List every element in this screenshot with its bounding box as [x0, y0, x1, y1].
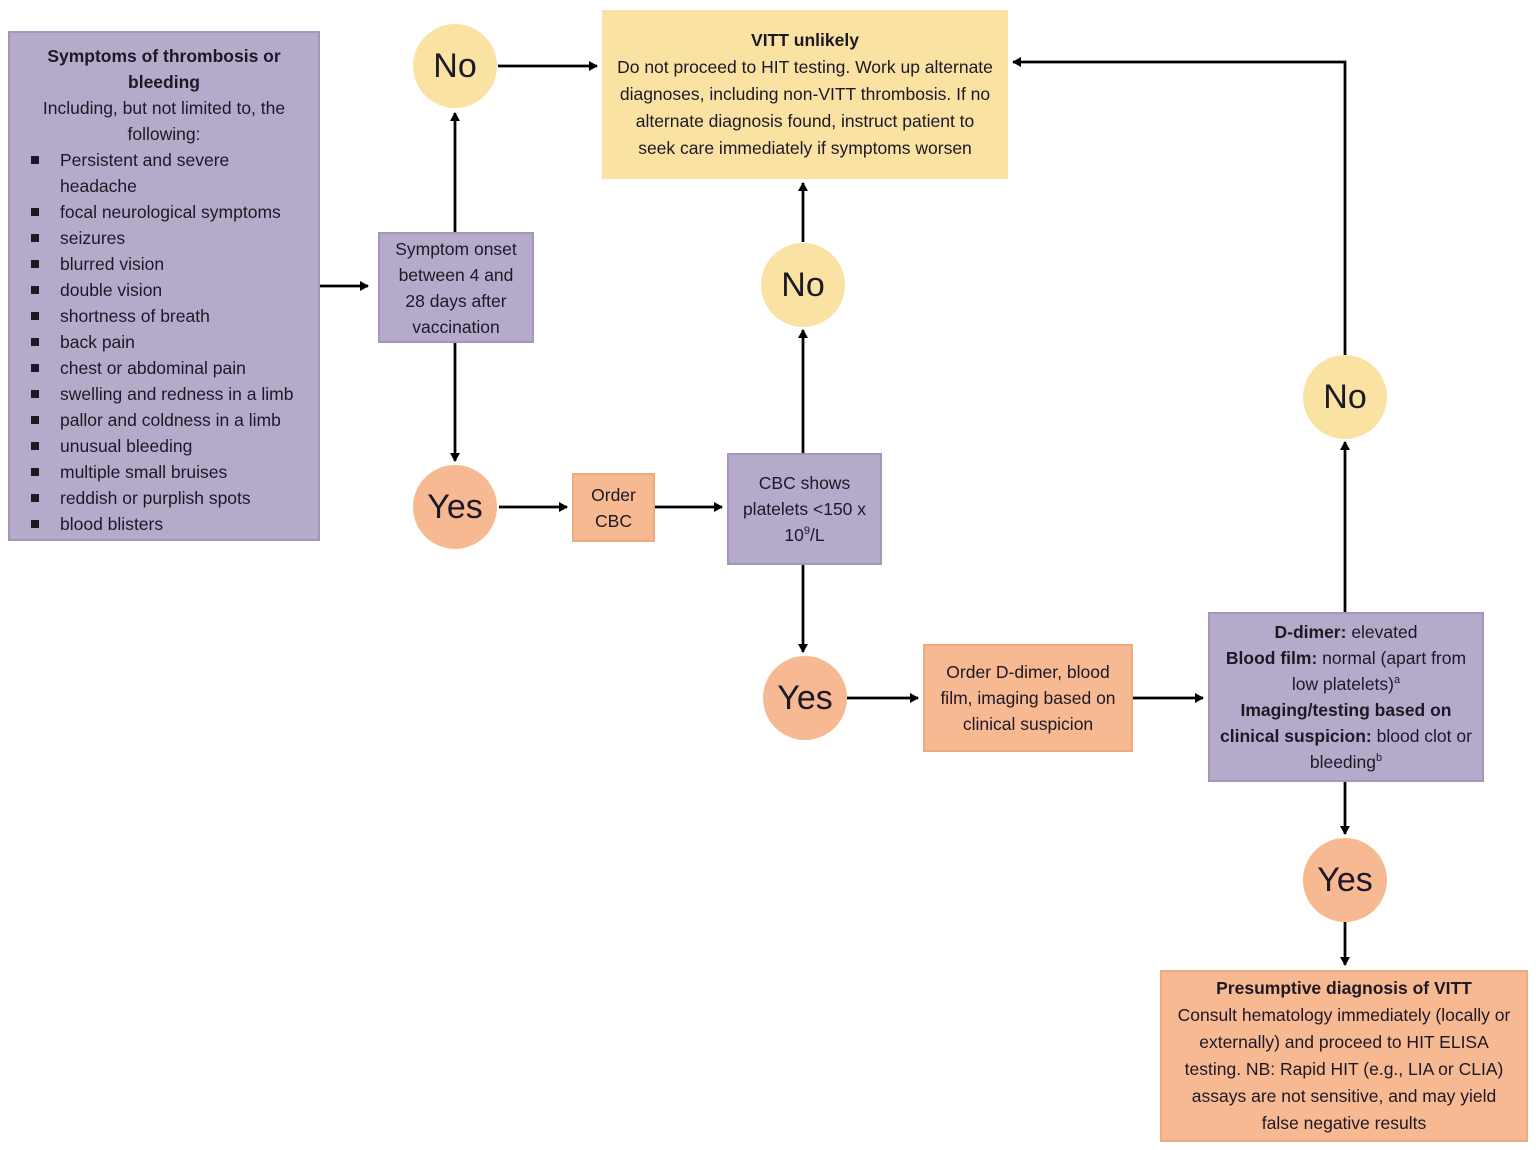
decision-yes-cbc: Yes [763, 656, 847, 740]
order-ddimer-text: Order D-dimer, blood film, imaging based… [940, 662, 1116, 734]
yes-label: Yes [1317, 861, 1373, 899]
symptom-item: Persistent and severe headache [23, 147, 305, 199]
order-cbc-text: Order CBC [591, 484, 636, 531]
decision-no-onset: No [413, 24, 497, 108]
presumptive-body: Consult hematology immediately (locally … [1177, 1005, 1511, 1133]
symptom-onset-text: Symptom onset between 4 and 28 days afte… [395, 238, 517, 337]
symptom-item: seizures [23, 225, 305, 251]
symptom-item: pallor and coldness in a limb [23, 407, 305, 433]
symptom-item: double vision [23, 277, 305, 303]
vitt-unlikely-body: Do not proceed to HIT testing. Work up a… [617, 57, 993, 158]
no-label: No [1323, 378, 1367, 416]
symptoms-title: Symptoms of thrombosis or bleeding [47, 46, 281, 92]
symptom-item: swelling and redness in a limb [23, 381, 305, 407]
bullet-square-icon [31, 208, 39, 216]
bullet-square-icon [31, 156, 39, 164]
bullet-square-icon [31, 442, 39, 450]
symptoms-subtitle: Including, but not limited to, the follo… [42, 98, 286, 144]
bullet-square-icon [31, 416, 39, 424]
arrow-no3-to-vitt-unlikely [1012, 57, 1347, 355]
presumptive-diagnosis-box: Presumptive diagnosis of VITT Consult he… [1160, 970, 1528, 1142]
bullet-square-icon [31, 390, 39, 398]
symptom-item: unusual bleeding [23, 433, 305, 459]
ddimer-line: D-dimer: elevated [1274, 622, 1418, 642]
symptom-item: shortness of breath [23, 303, 305, 329]
bullet-square-icon [31, 260, 39, 268]
decision-no-ddimer: No [1303, 355, 1387, 439]
symptom-onset-box: Symptom onset between 4 and 28 days afte… [378, 232, 534, 343]
decision-yes-onset: Yes [413, 465, 497, 549]
bullet-square-icon [31, 364, 39, 372]
blood-film-line: Blood film: normal (apart from low plate… [1225, 648, 1467, 694]
symptom-item: blood blisters [23, 511, 305, 537]
presumptive-title: Presumptive diagnosis of VITT [1216, 978, 1472, 998]
bullet-square-icon [31, 520, 39, 528]
order-cbc-box: Order CBC [572, 473, 655, 542]
footnote-a: a [1394, 674, 1401, 687]
ddimer-results-box: D-dimer: elevated Blood film: normal (ap… [1208, 612, 1484, 782]
symptom-item: back pain [23, 329, 305, 355]
order-ddimer-box: Order D-dimer, blood film, imaging based… [923, 644, 1133, 752]
symptoms-box: Symptoms of thrombosis or bleeding Inclu… [8, 31, 320, 541]
vitt-unlikely-box: VITT unlikely Do not proceed to HIT test… [602, 10, 1008, 179]
cbc-result-box: CBC shows platelets <150 x 109/L [727, 453, 882, 565]
vitt-unlikely-title: VITT unlikely [751, 30, 859, 50]
symptom-item: chest or abdominal pain [23, 355, 305, 381]
yes-label: Yes [777, 679, 833, 717]
cbc-superscript: 9 [803, 525, 810, 538]
symptom-item: focal neurological symptoms [23, 199, 305, 225]
symptom-item: blurred vision [23, 251, 305, 277]
yes-label: Yes [427, 488, 483, 526]
symptom-item: multiple small bruises [23, 459, 305, 485]
bullet-square-icon [31, 468, 39, 476]
footnote-b: b [1376, 752, 1383, 765]
bullet-square-icon [31, 286, 39, 294]
no-label: No [781, 266, 825, 304]
imaging-line: Imaging/testing based on clinical suspic… [1220, 700, 1472, 772]
no-label: No [433, 47, 477, 85]
bullet-square-icon [31, 338, 39, 346]
symptom-item: reddish or purplish spots [23, 485, 305, 511]
symptoms-list: Persistent and severe headache focal neu… [23, 147, 305, 537]
bullet-square-icon [31, 312, 39, 320]
bullet-square-icon [31, 494, 39, 502]
decision-yes-ddimer: Yes [1303, 838, 1387, 922]
decision-no-cbc: No [761, 243, 845, 327]
bullet-square-icon [31, 234, 39, 242]
cbc-result-text: CBC shows platelets <150 x 109/L [742, 473, 867, 545]
